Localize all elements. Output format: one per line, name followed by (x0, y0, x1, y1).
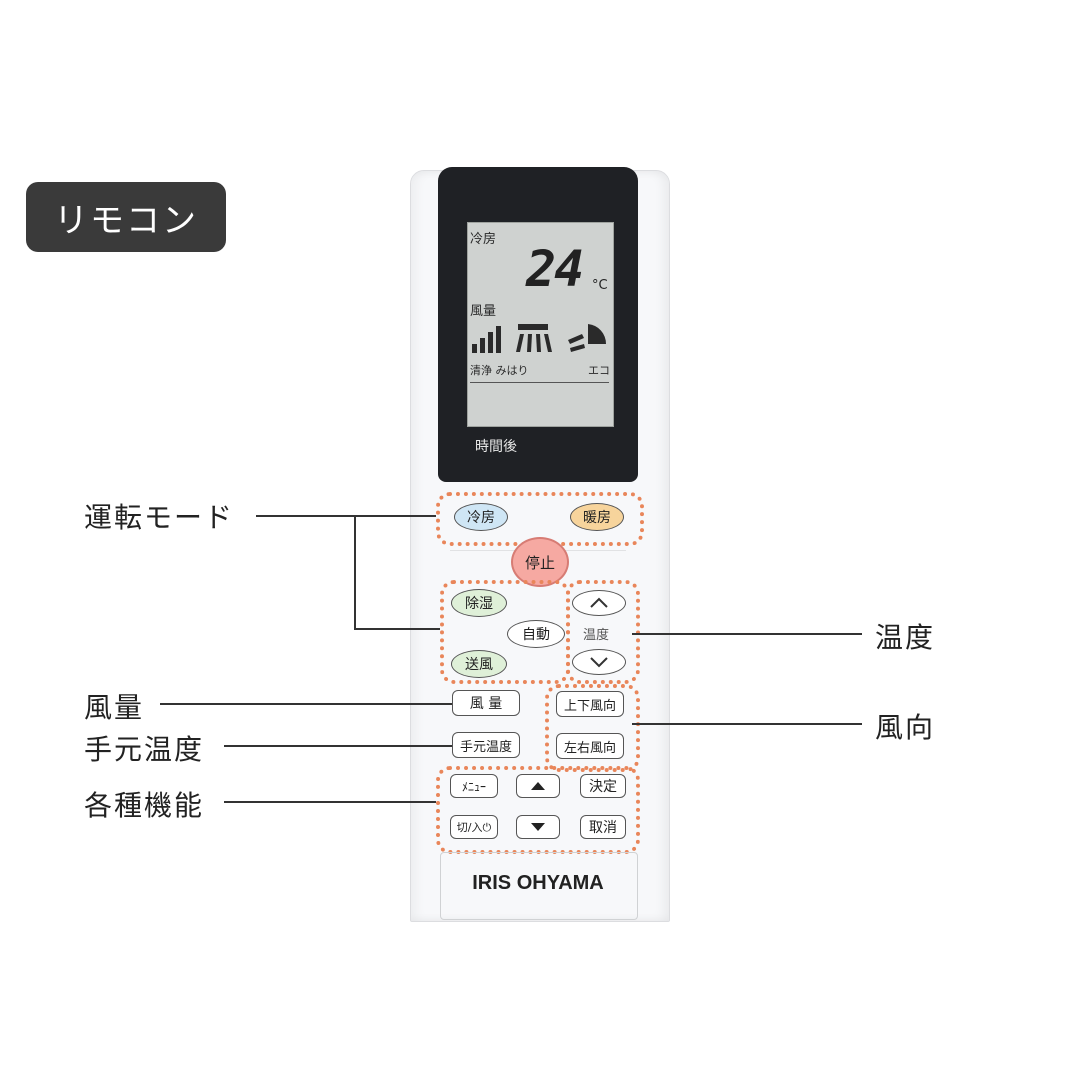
chevron-down-icon (590, 657, 608, 668)
cool-button[interactable]: 冷房 (454, 503, 508, 531)
menu-button[interactable]: ﾒﾆｭｰ (450, 774, 498, 798)
cursor-down-button[interactable] (516, 815, 560, 839)
fan-volume-button[interactable]: 風 量 (452, 690, 520, 716)
callout-line-airflow (632, 723, 862, 725)
title-badge: リモコン (26, 182, 226, 252)
temperature-group-outline (566, 580, 640, 684)
heat-button[interactable]: 暖房 (570, 503, 624, 531)
fan-bars-icon (472, 326, 501, 353)
decide-button[interactable]: 決定 (580, 774, 626, 798)
stop-button[interactable]: 停止 (511, 537, 569, 587)
leftright-louver-button[interactable]: 左右風向 (556, 733, 624, 759)
callout-line-mode (256, 515, 436, 517)
fan-only-button[interactable]: 送風 (451, 650, 507, 678)
hand-temperature-button[interactable]: 手元温度 (452, 732, 520, 758)
callout-line-functions (224, 801, 436, 803)
callout-line-fan (160, 703, 452, 705)
lcd-unit: °C (592, 278, 608, 293)
dehumidify-button[interactable]: 除湿 (451, 589, 507, 617)
lcd-line-right: エコ (588, 364, 610, 377)
label-airflow-direction: 風向 (875, 711, 936, 744)
onoff-timer-button[interactable]: 切/入⏻ (450, 815, 498, 839)
triangle-up-icon (531, 782, 545, 790)
triangle-down-icon (531, 823, 545, 831)
brand-panel (440, 852, 638, 920)
lcd-fan-icons (472, 324, 607, 353)
updown-louver-button[interactable]: 上下風向 (556, 691, 624, 717)
temp-down-button[interactable] (572, 649, 626, 675)
lcd-divider (470, 382, 609, 383)
lcd-temperature: 24 (526, 240, 584, 298)
cancel-button[interactable]: 取消 (580, 815, 626, 839)
brand-logo: IRIS OHYAMA (472, 872, 604, 894)
airflow-group-outline (545, 684, 640, 772)
callout-line-hand-temp (224, 745, 452, 747)
lcd-timer-label: 時間後 (475, 439, 517, 455)
callout-line-mode-vertical (354, 515, 356, 629)
lcd-fan-label: 風量 (470, 304, 497, 319)
label-fan-volume: 風量 (84, 691, 145, 724)
louver-down-icon (516, 324, 552, 352)
callout-line-temperature (632, 633, 862, 635)
label-hand-temperature: 手元温度 (84, 733, 205, 766)
label-operation-mode: 運転モード (84, 501, 235, 534)
temperature-label: 温度 (583, 628, 610, 643)
label-temperature: 温度 (875, 621, 936, 654)
louver-angle-icon (568, 324, 607, 352)
lcd-line-left: 清浄 みはり (470, 364, 529, 377)
lcd-mode: 冷房 (470, 232, 497, 247)
callout-line-mode-lower (354, 628, 440, 630)
auto-button[interactable]: 自動 (507, 620, 565, 648)
cursor-up-button[interactable] (516, 774, 560, 798)
label-functions: 各種機能 (84, 789, 205, 822)
chevron-up-icon (590, 597, 608, 608)
temp-up-button[interactable] (572, 590, 626, 616)
